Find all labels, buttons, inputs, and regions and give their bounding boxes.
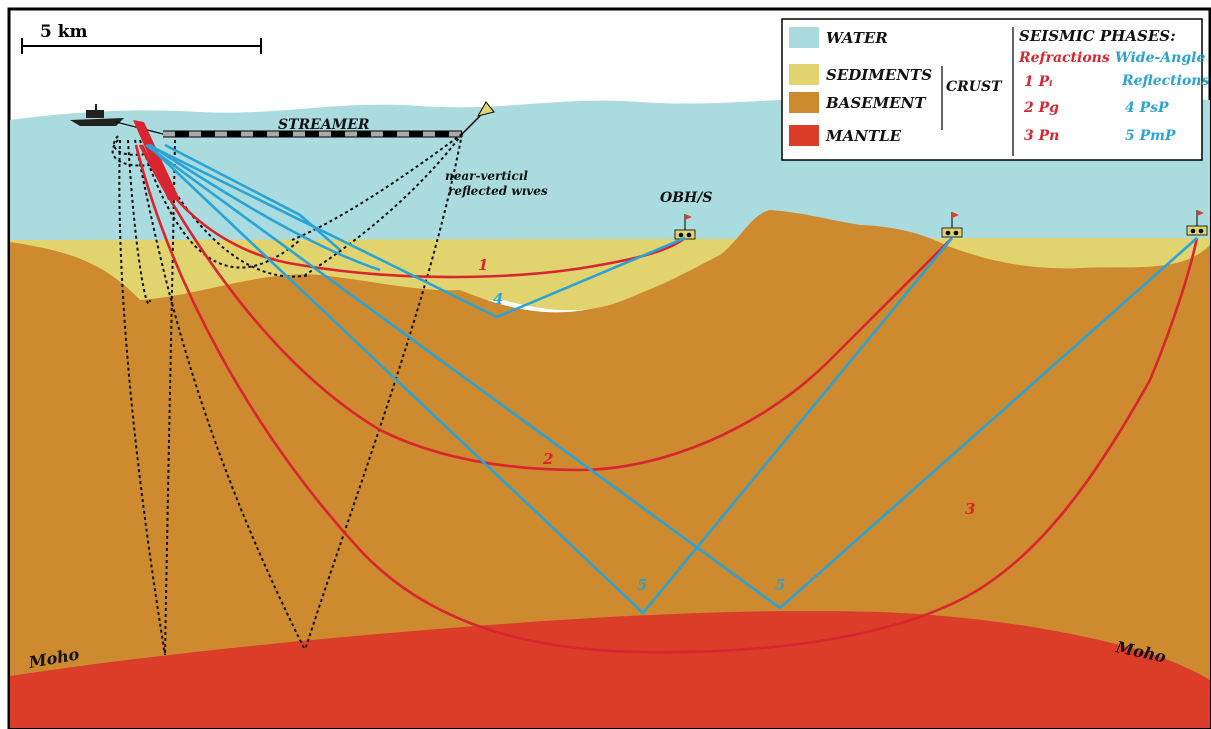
- legend-reflection-item-5: 5 PmP: [1125, 128, 1176, 144]
- obs-instrument-2: [941, 212, 963, 238]
- legend-refraction-item-2: 2 Pg: [1023, 100, 1059, 116]
- tail-buoy-icon: [476, 101, 495, 117]
- streamer-label: STREAMER: [278, 117, 370, 133]
- ray-label-5b: 5: [775, 576, 785, 594]
- ray-label-2: 2: [542, 450, 553, 468]
- sediment-right-wedge: [945, 238, 1190, 269]
- scale-bar: 5 km: [21, 22, 262, 54]
- legend-label-water: WATER: [826, 29, 888, 47]
- legend-label-basement: BASEMENT: [825, 94, 927, 112]
- reflection-rays: [145, 143, 1198, 615]
- legend-swatch-mantle: [789, 125, 819, 146]
- ray-label-4: 4: [493, 290, 503, 308]
- near-vertical-label-line1: near-verticıl: [445, 169, 528, 183]
- sediment-left-wedge: [60, 240, 230, 300]
- legend-reflection-item-4: 4 PsP: [1125, 100, 1169, 116]
- legend-refraction-item-3: 3 Pn: [1024, 128, 1059, 144]
- legend-crust-label: CRUST: [946, 79, 1003, 95]
- legend-swatch-basement: [789, 92, 819, 113]
- legend-box: [781, 18, 1203, 161]
- legend-label-mantle: MANTLE: [825, 127, 902, 145]
- legend-swatch-water: [789, 27, 819, 48]
- ray-label-3: 3: [965, 500, 975, 518]
- legend-swatch-sediments: [789, 64, 819, 85]
- legend-wide-angle-title: Wide-Angle: [1115, 50, 1205, 66]
- obs-instrument-3: [1186, 210, 1208, 236]
- legend-label-sediments: SEDIMENTS: [826, 66, 932, 84]
- scale-bar-label: 5 km: [40, 22, 88, 42]
- legend-phases-title: SEISMIC PHASES:: [1019, 27, 1176, 45]
- mantle-layer: [10, 610, 1210, 728]
- streamer: [163, 101, 495, 138]
- ray-label-5a: 5: [637, 576, 647, 594]
- obh-label: OBH/S: [660, 190, 712, 206]
- refraction-rays: [133, 120, 1199, 654]
- legend-refraction-item-1: 1 Pᵢ: [1024, 74, 1053, 90]
- near-vertical-label-line2: reflected wıves: [448, 184, 548, 198]
- ray-label-1: 1: [478, 256, 488, 274]
- legend-reflections-title: Reflections: [1121, 73, 1209, 89]
- legend: WATER SEDIMENTS BASEMENT MANTLE CRUST SE…: [781, 18, 1209, 161]
- legend-refractions-title: Refractions: [1018, 50, 1110, 66]
